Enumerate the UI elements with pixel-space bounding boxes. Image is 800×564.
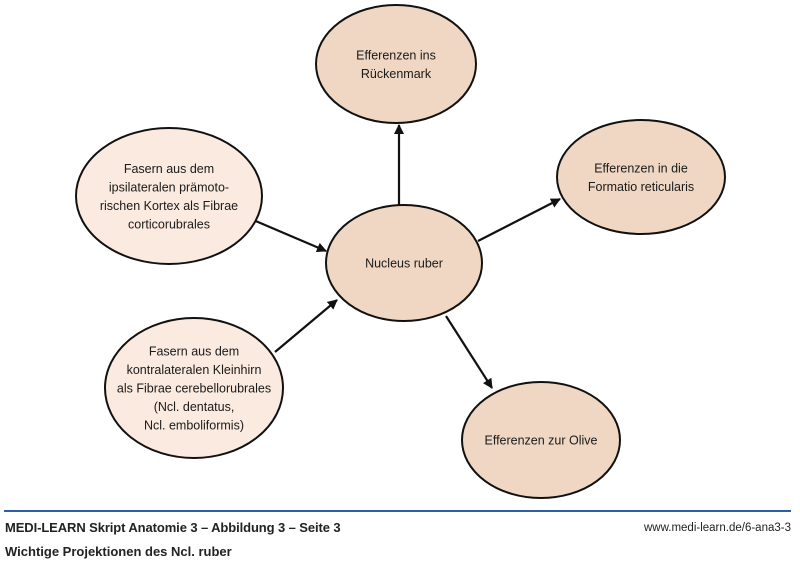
node-label-line: Efferenzen zur Olive (484, 434, 597, 448)
footer-rule (4, 510, 791, 512)
afferent-arrow-fibrae-corticorubrales (250, 217, 327, 253)
footer-title: MEDI-LEARN Skript Anatomie 3 – Abbildung… (5, 520, 341, 535)
node-label-line: rischen Kortex als Fibrae (100, 199, 238, 213)
node-label-line: kontralateralen Kleinhirn (127, 363, 262, 377)
node-ellipse (461, 381, 621, 499)
node-label-line: Fasern aus dem (149, 345, 239, 359)
node-label-line: Efferenzen ins (356, 48, 436, 62)
node-fibrae-cerebellorubrales: Fasern aus dem kontralateralen Kleinhirn a… (104, 317, 284, 459)
node-label-line: (Ncl. dentatus, (154, 400, 235, 414)
node-label-line: Efferenzen in die (594, 161, 688, 175)
node-label-line: Fasern aus dem (124, 162, 214, 176)
node-label-line: corticorubrales (128, 217, 210, 231)
node-ellipse (75, 127, 263, 265)
node-nucleus-ruber: Nucleus ruber (325, 204, 483, 322)
node-label-line: Formatio reticularis (588, 180, 694, 194)
projection-diagram: Fasern aus dem ipsilateralen prämoto-risc… (75, 4, 726, 499)
afferent-arrow-fibrae-cerebellorubrales (274, 299, 338, 353)
node-ellipse (325, 204, 483, 322)
node-label-line: als Fibrae cerebellorubrales (117, 382, 271, 396)
efferent-arrow-olive (445, 315, 493, 389)
footer-subtitle: Wichtige Projektionen des Ncl. ruber (5, 544, 232, 559)
node-fibrae-corticorubrales: Fasern aus dem ipsilateralen prämoto-risc… (75, 127, 263, 265)
node-label-line: Nucleus ruber (365, 257, 443, 271)
node-ellipse (104, 317, 284, 459)
footer-url[interactable]: www.medi-learn.de/6-ana3-3 (643, 522, 791, 534)
node-label-line: Ncl. emboliformis) (144, 419, 244, 433)
node-ellipse (315, 4, 477, 124)
node-olive: Efferenzen zur Olive (461, 381, 621, 499)
node-label-line: Rückenmark (361, 67, 432, 81)
node-label-line: ipsilateralen prämoto- (109, 180, 229, 194)
efferent-arrow-formatio-reticularis (477, 198, 561, 242)
node-ellipse (556, 119, 726, 235)
